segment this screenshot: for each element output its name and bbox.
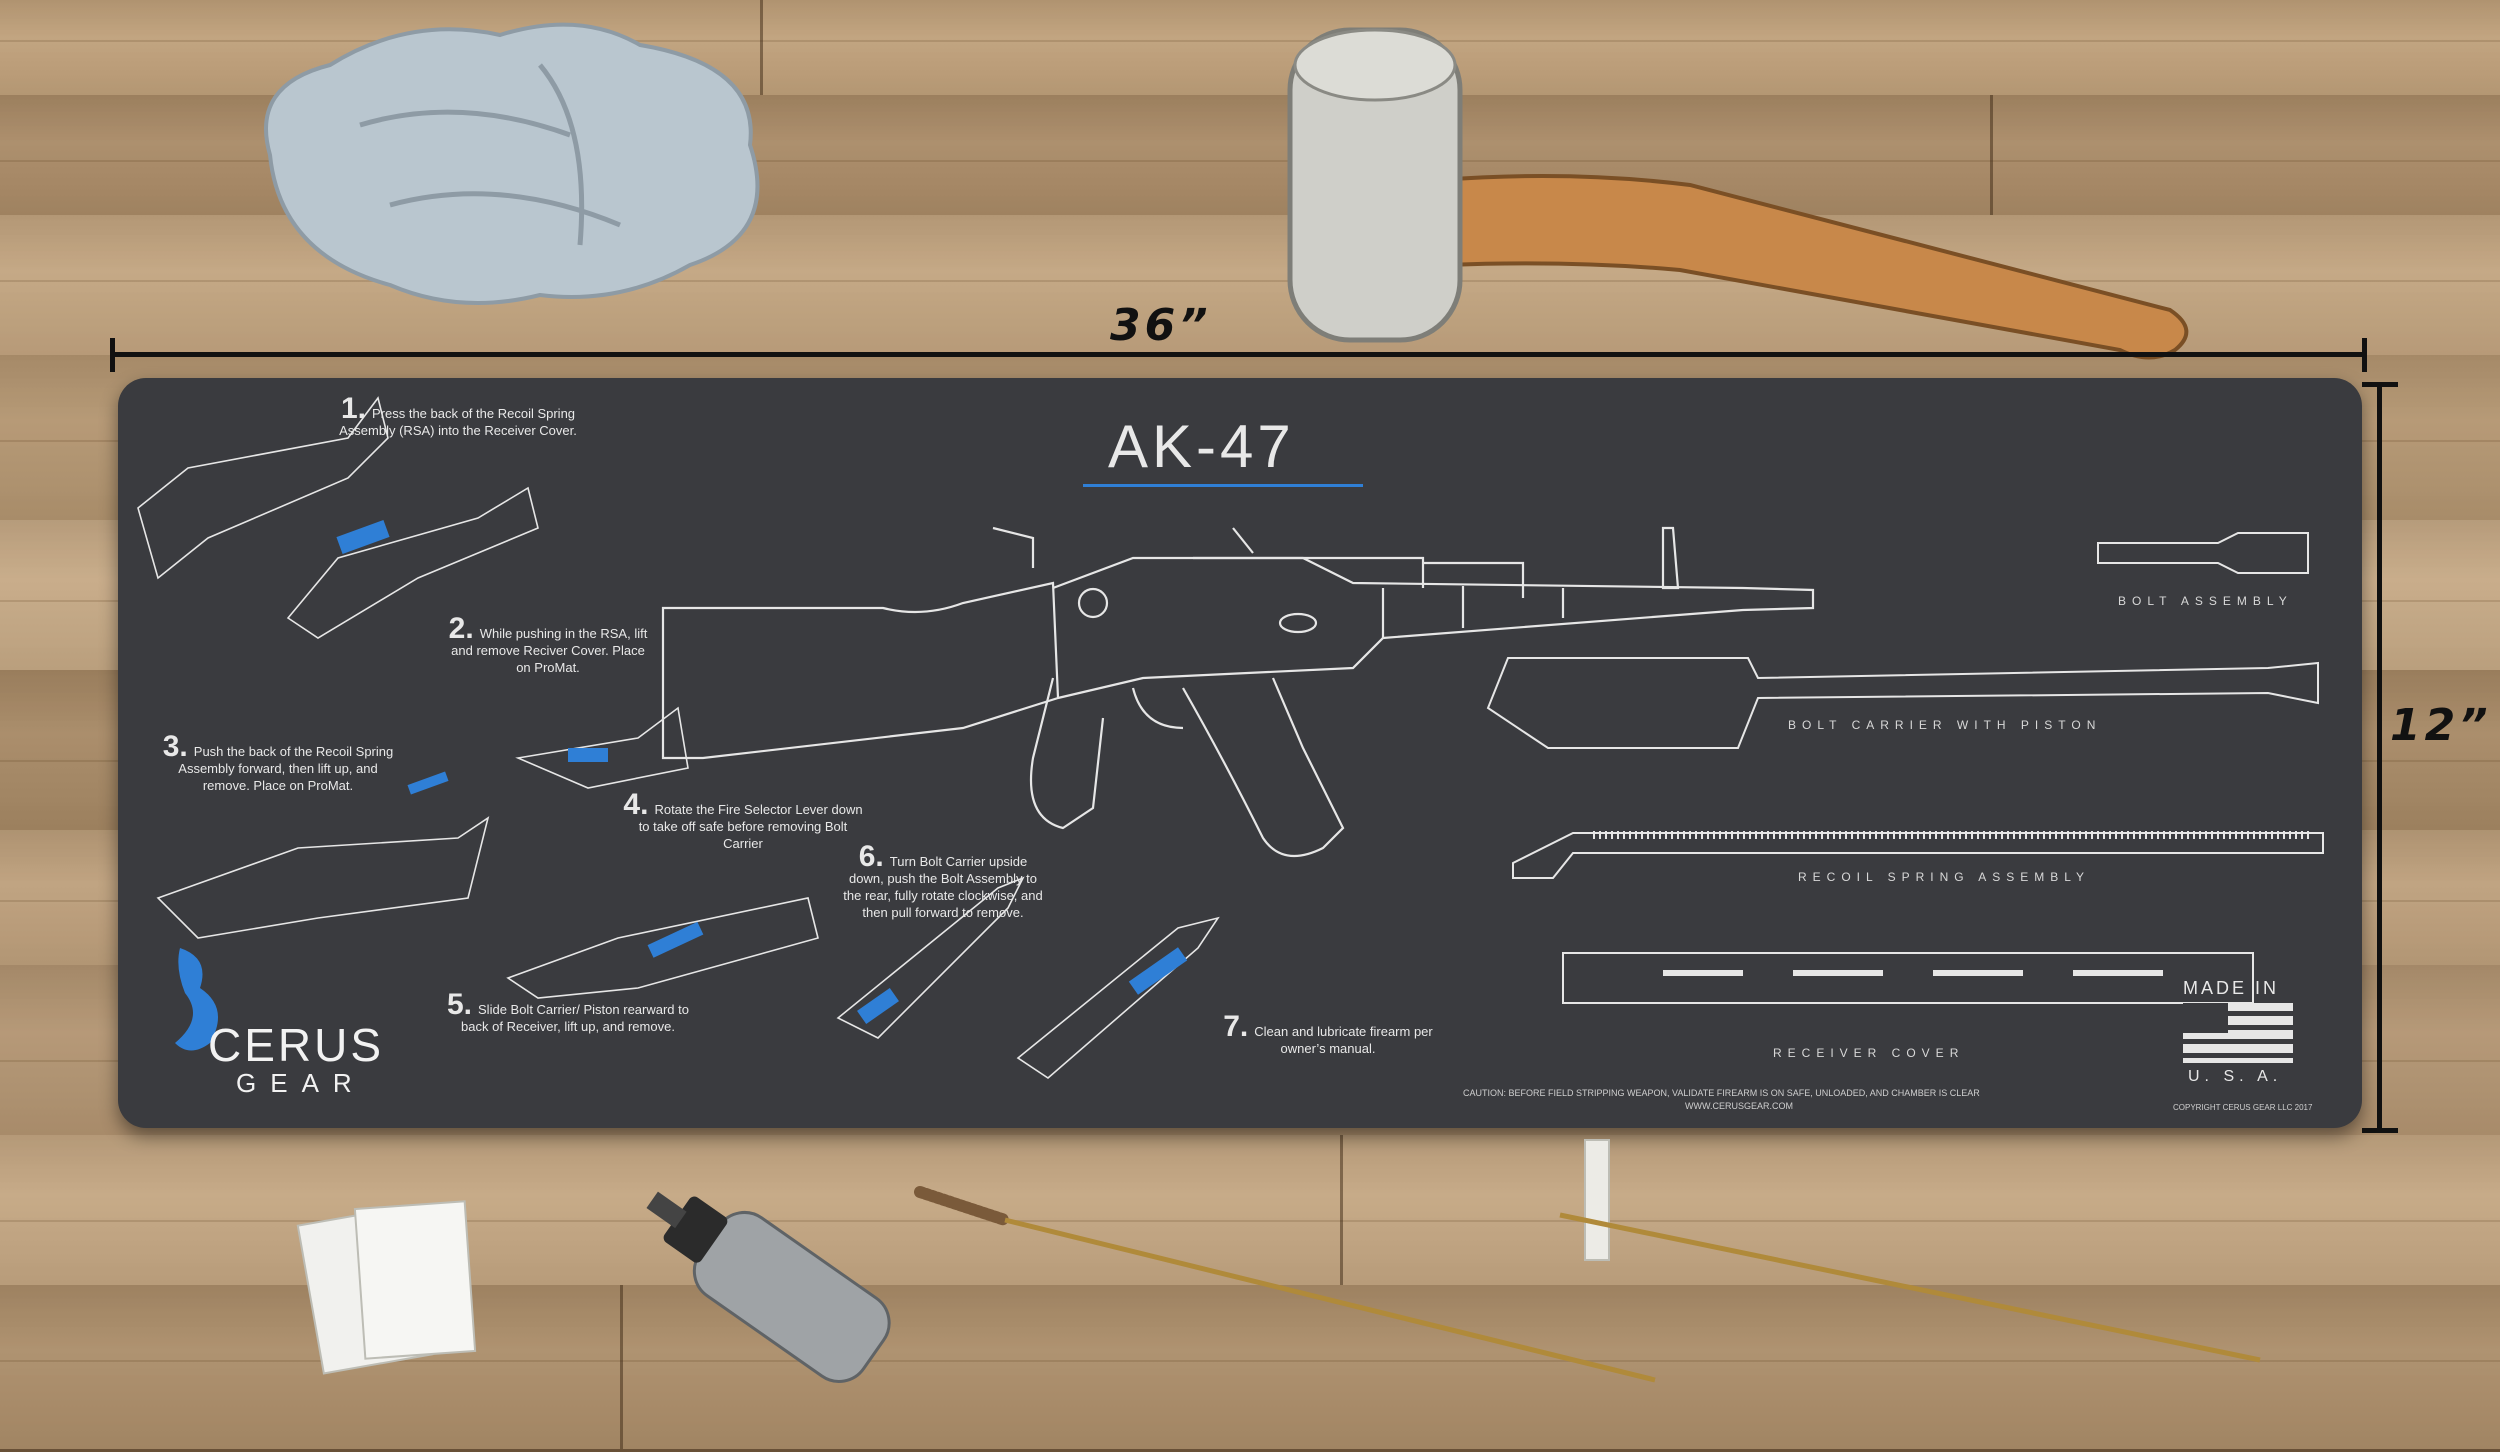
- step-illustrations: [137, 396, 1220, 1080]
- cleaning-cloth: [264, 22, 760, 305]
- step-2-number: 2.: [448, 612, 474, 645]
- step-3-number: 3.: [162, 730, 188, 763]
- brand-name: CERUS: [208, 1019, 385, 1071]
- cleaning-mat: AK-47 1.Press the back of the Recoil Spr…: [118, 378, 2362, 1128]
- step-1-text: Press the back of the Recoil Spring Asse…: [339, 406, 577, 438]
- receiver-cover-diagram: [1562, 952, 2254, 1004]
- step-7-number: 7.: [1223, 1010, 1249, 1043]
- step-4-text: Rotate the Fire Selector Lever down to t…: [638, 802, 863, 851]
- step-7: 7.Clean and lubricate firearm per owner’…: [1208, 1012, 1448, 1057]
- step-5: 5.Slide Bolt Carrier/ Piston rearward to…: [438, 990, 698, 1035]
- step-2-text: While pushing in the RSA, lift and remov…: [451, 626, 648, 675]
- cleaning-rod-brush: [914, 1186, 1656, 1383]
- oil-bottle: [646, 1191, 891, 1383]
- receiver-cover-label: RECEIVER COVER: [1773, 1046, 1965, 1060]
- step-3: 3.Push the back of the Recoil Spring Ass…: [158, 732, 398, 794]
- width-dimension-label: 36”: [1110, 300, 1212, 351]
- bolt-assembly-label: BOLT ASSEMBLY: [2118, 594, 2293, 608]
- recoil-spring-diagram: [1512, 831, 2324, 879]
- cleaning-rod-jag: [1559, 1139, 2261, 1363]
- cleaning-patches: [296, 1200, 477, 1375]
- step-6: 6.Turn Bolt Carrier upside down, push th…: [843, 842, 1043, 921]
- step-6-number: 6.: [858, 840, 884, 873]
- rubber-mallet: [1287, 27, 2189, 360]
- us-flag-icon: [2183, 1003, 2293, 1063]
- usa-label: U. S. A.: [2188, 1068, 2283, 1085]
- copyright-text: COPYRIGHT CERUS GEAR LLC 2017: [2173, 1103, 2313, 1112]
- title-underline: [1083, 484, 1363, 487]
- ak47-rifle-diagram: [661, 526, 1815, 858]
- height-dimension-label: 12”: [2390, 700, 2492, 751]
- step-5-number: 5.: [446, 988, 473, 1021]
- step-5-text: Slide Bolt Carrier/ Piston rearward to b…: [461, 1002, 689, 1034]
- bolt-assembly-diagram: [2097, 532, 2309, 574]
- brand-sub: GEAR: [236, 1068, 366, 1098]
- step-4: 4.Rotate the Fire Selector Lever down to…: [618, 790, 868, 852]
- made-in-label: MADE IN: [2183, 978, 2280, 998]
- website-text: WWW.CERUSGEAR.COM: [1685, 1101, 1793, 1111]
- recoil-spring-label: RECOIL SPRING ASSEMBLY: [1798, 870, 2091, 884]
- step-2: 2.While pushing in the RSA, lift and rem…: [448, 614, 648, 676]
- bolt-carrier-label: BOLT CARRIER WITH PISTON: [1788, 718, 2102, 732]
- step-7-text: Clean and lubricate firearm per owner’s …: [1254, 1024, 1433, 1056]
- step-6-text: Turn Bolt Carrier upside down, push the …: [843, 854, 1043, 920]
- step-3-text: Push the back of the Recoil Spring Assem…: [178, 744, 394, 793]
- mat-title: AK-47: [1108, 413, 1295, 480]
- step-4-number: 4.: [623, 788, 649, 821]
- cerus-logo-icon: [175, 948, 218, 1051]
- caution-text: CAUTION: BEFORE FIELD STRIPPING WEAPON, …: [1463, 1088, 1980, 1098]
- bolt-carrier-diagram: [1486, 657, 2319, 749]
